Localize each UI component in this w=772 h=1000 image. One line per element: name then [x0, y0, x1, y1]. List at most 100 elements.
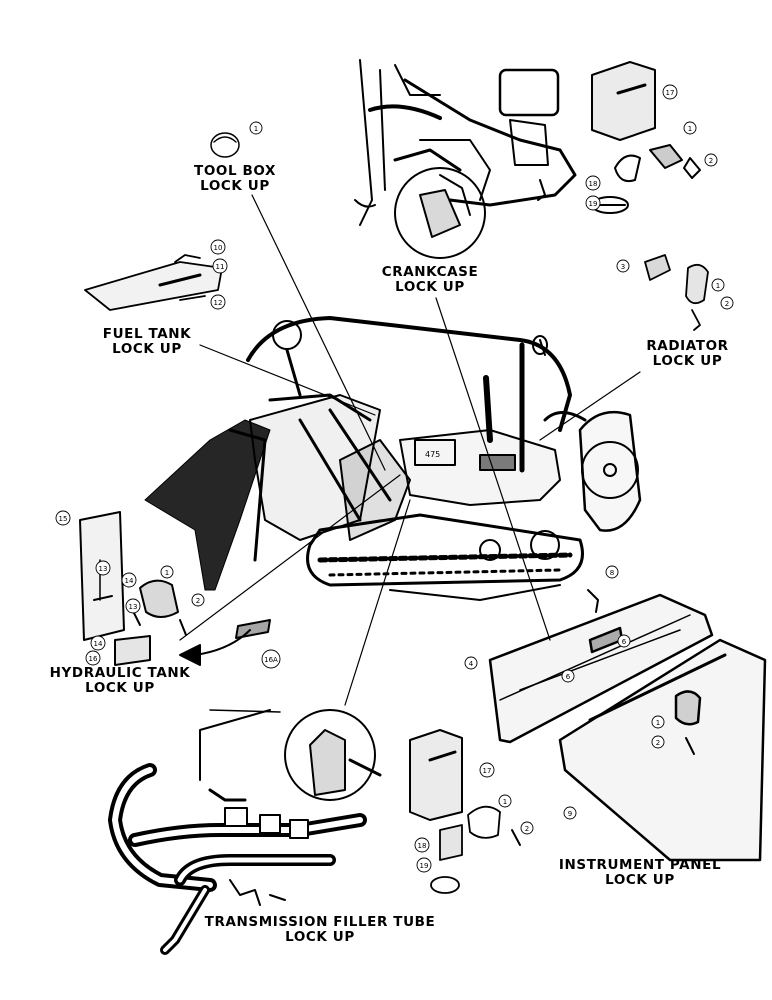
callout-c-19-bot: 19 [416, 857, 432, 873]
callout-c-1-crank: 1 [683, 121, 697, 135]
label-tool-box-lock-up: TOOL BOX LOCK UP [175, 164, 295, 194]
label-hydraulic-tank-line2: LOCK UP [85, 680, 155, 696]
label-instrument-panel-lock-up: INSTRUMENT PANEL LOCK UP [520, 858, 760, 888]
svg-text:2: 2 [656, 739, 660, 747]
svg-text:16: 16 [89, 655, 98, 663]
svg-text:8: 8 [610, 569, 614, 577]
callout-c-6b: 6 [561, 669, 575, 683]
callout-c-14a: 14 [121, 572, 137, 588]
callout-c-9: 9 [563, 806, 577, 820]
svg-text:16A: 16A [264, 656, 278, 664]
callout-c-14b: 14 [90, 635, 106, 651]
svg-text:1: 1 [254, 125, 258, 133]
svg-text:2: 2 [709, 157, 713, 165]
svg-text:14: 14 [94, 640, 103, 648]
callout-c-16: 16 [85, 650, 101, 666]
callout-c-18-bot: 18 [414, 837, 430, 853]
svg-text:2: 2 [196, 597, 200, 605]
callout-c-2-inst: 2 [651, 735, 665, 749]
transmission-filler-scene [108, 709, 521, 955]
svg-text:1: 1 [165, 569, 169, 577]
svg-text:15: 15 [59, 515, 68, 523]
crawler-tractor [144, 316, 642, 601]
callout-c-1-top: 1 [249, 121, 263, 135]
label-radiator-line1: RADIATOR [646, 338, 729, 354]
svg-text:19: 19 [420, 862, 429, 870]
label-fuel-tank-lock-up: FUEL TANK LOCK UP [72, 327, 222, 357]
callout-c-19-top: 19 [585, 195, 601, 211]
label-tool-box-line1: TOOL BOX [194, 163, 276, 179]
label-hydraulic-tank-line1: HYDRAULIC TANK [49, 665, 191, 681]
callout-c-17-top: 17 [662, 84, 678, 100]
callout-c-1-rad: 1 [711, 278, 725, 292]
svg-text:13: 13 [129, 603, 138, 611]
callout-c-4: 4 [464, 656, 478, 670]
top-left-part [210, 132, 240, 158]
callout-c-10: 10 [210, 239, 226, 255]
label-hydraulic-tank-lock-up: HYDRAULIC TANK LOCK UP [15, 666, 225, 696]
svg-text:10: 10 [214, 244, 223, 252]
svg-text:6: 6 [566, 673, 571, 681]
callout-c-15: 15 [55, 510, 71, 526]
label-crankcase-line2: LOCK UP [395, 279, 465, 295]
callout-c-2-hyd: 2 [191, 593, 205, 607]
callout-c-12: 12 [210, 294, 226, 310]
toolbox-top-right [591, 61, 701, 214]
svg-text:18: 18 [589, 180, 598, 188]
svg-text:6: 6 [622, 638, 627, 646]
callout-c-8-top: 8 [605, 565, 619, 579]
svg-text:1: 1 [503, 798, 507, 806]
label-transmission-filler-line1: TRANSMISSION FILLER TUBE [204, 914, 436, 930]
callout-c-18-top: 18 [585, 175, 601, 191]
svg-text:1: 1 [688, 125, 692, 133]
callout-c-1-bot: 1 [498, 794, 512, 808]
callout-c-16a: 16A [261, 649, 281, 669]
svg-text:17: 17 [483, 767, 492, 775]
callout-c-13b: 13 [125, 598, 141, 614]
callout-c-2-rad: 2 [720, 296, 734, 310]
machine-badge: 475 [425, 450, 440, 459]
svg-text:1: 1 [656, 719, 660, 727]
svg-text:1: 1 [716, 282, 720, 290]
tool-box-part [84, 254, 223, 311]
hydraulic-tank-parts [79, 511, 271, 666]
label-radiator-line2: LOCK UP [652, 353, 723, 369]
svg-text:18: 18 [418, 842, 427, 850]
label-instrument-panel-line2: LOCK UP [605, 872, 675, 888]
label-transmission-filler-line2: LOCK UP [285, 929, 355, 945]
crankcase-scene [354, 59, 577, 259]
svg-text:3: 3 [621, 263, 625, 271]
label-fuel-tank-line1: FUEL TANK [102, 326, 192, 342]
svg-text:12: 12 [214, 299, 223, 307]
instrument-panel-parts [488, 589, 767, 862]
radiator-parts [644, 254, 709, 331]
label-radiator-lock-up: RADIATOR LOCK UP [615, 339, 760, 369]
svg-text:11: 11 [216, 263, 225, 271]
svg-text:19: 19 [589, 200, 598, 208]
label-tool-box-line2: LOCK UP [200, 178, 270, 194]
svg-text:14: 14 [125, 577, 134, 585]
callout-c-6a: 6 [617, 634, 631, 648]
svg-text:4: 4 [469, 660, 474, 668]
label-instrument-panel-line1: INSTRUMENT PANEL [558, 857, 722, 873]
svg-text:13: 13 [99, 565, 108, 573]
leader-lines [179, 194, 641, 706]
callout-c-1-inst: 1 [651, 715, 665, 729]
callout-c-1-hyd: 1 [160, 565, 174, 579]
callout-layer: 1 17 1 2 18 19 10 11 12 3 1 2 15 13 14 1… [55, 84, 734, 873]
callout-c-11: 11 [212, 258, 228, 274]
svg-text:17: 17 [666, 89, 675, 97]
callout-c-3: 3 [616, 259, 630, 273]
label-crankcase-line1: CRANKCASE [381, 264, 479, 280]
callout-c-2-bot: 2 [520, 821, 534, 835]
callout-c-13a: 13 [95, 560, 111, 576]
callout-c-17-bot: 17 [479, 762, 495, 778]
label-crankcase-lock-up: CRANKCASE LOCK UP [350, 265, 510, 295]
label-transmission-filler-tube-lock-up: TRANSMISSION FILLER TUBE LOCK UP [150, 915, 490, 945]
svg-text:9: 9 [568, 810, 572, 818]
svg-text:2: 2 [725, 300, 729, 308]
svg-text:2: 2 [525, 825, 529, 833]
label-fuel-tank-line2: LOCK UP [112, 341, 182, 357]
